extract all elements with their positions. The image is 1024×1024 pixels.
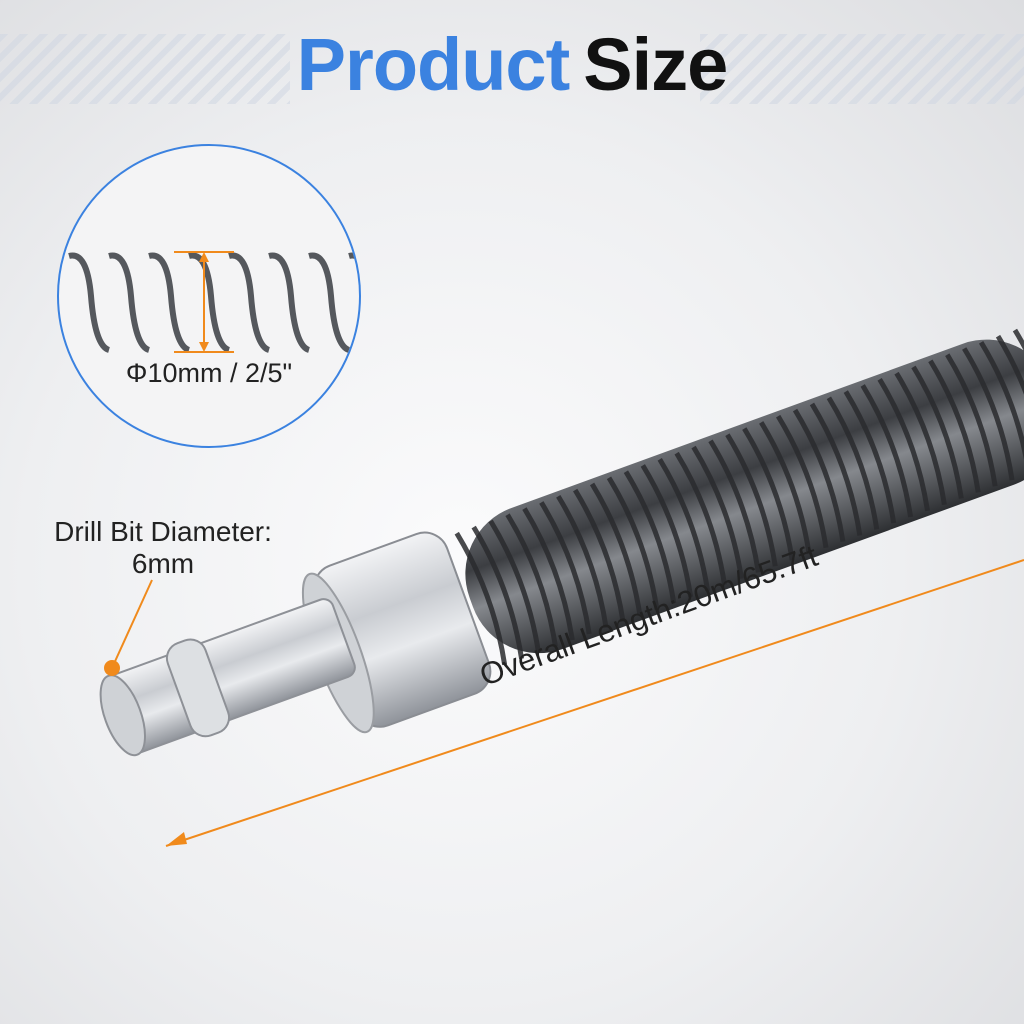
spring-cable bbox=[454, 328, 1024, 666]
spring-diameter-zoom-circle: Φ10mm / 2/5" bbox=[57, 144, 361, 448]
title-word-size: Size bbox=[583, 23, 728, 106]
header-stripes-right bbox=[700, 34, 1024, 104]
hex-shank bbox=[99, 598, 356, 757]
drill-bit-diameter-label: Drill Bit Diameter: 6mm bbox=[38, 516, 288, 580]
length-dimension-arrow bbox=[165, 559, 1024, 847]
diameter-dimension-marker bbox=[174, 251, 234, 353]
header-stripes-left bbox=[0, 34, 290, 104]
title-word-product: Product bbox=[296, 23, 571, 106]
drill-bit-pointer bbox=[104, 579, 153, 676]
drill-label-line2: 6mm bbox=[131, 548, 195, 580]
spring-diameter-label: Φ10mm / 2/5" bbox=[125, 358, 293, 388]
drill-label-line1: Drill Bit Diameter: bbox=[54, 516, 272, 547]
spring-detail-illustration bbox=[68, 251, 359, 353]
